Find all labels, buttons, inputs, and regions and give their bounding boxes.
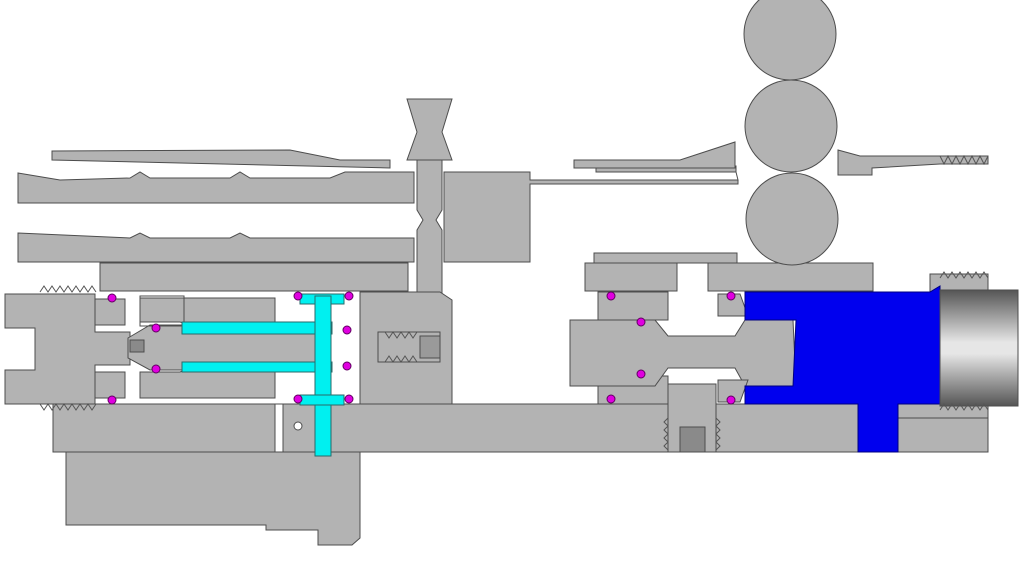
- left-block-cap: [584, 262, 678, 292]
- slot-gap: [274, 403, 284, 453]
- magazine-ball-3: [745, 172, 839, 266]
- pin-hole: [293, 421, 303, 431]
- thread-valve-right: [715, 417, 721, 451]
- thread-left-bottom: [39, 403, 97, 411]
- valve-core: [679, 426, 706, 453]
- grip-block: [65, 451, 361, 546]
- left-collar-bottom: [94, 371, 126, 399]
- low-pressure-channel: [181, 293, 345, 457]
- upper-rail-right: [573, 141, 736, 169]
- lower-receiver-bar: [52, 403, 989, 453]
- charging-lever-stem: [416, 159, 443, 301]
- bolt-screw-tip: [419, 335, 441, 359]
- magazine-ball-1: [743, 0, 837, 81]
- shuttle-body: [569, 319, 797, 387]
- chamber-wall-bottom: [717, 379, 749, 403]
- left-collar-top: [94, 298, 126, 326]
- thread-barrel-bottom: [939, 403, 989, 411]
- regulator-left-block-top: [139, 295, 185, 327]
- barrel: [939, 289, 1019, 407]
- thread-rail-right: [939, 154, 989, 166]
- nut-notch: [129, 339, 145, 353]
- charging-lever: [406, 98, 453, 161]
- thread-valve-left: [663, 417, 669, 451]
- receiver-left-upper: [17, 171, 415, 204]
- barrel-support: [707, 262, 874, 292]
- thread-bolt: [384, 331, 418, 339]
- thread-bolt-lower: [384, 355, 418, 363]
- mag-top-rail: [593, 252, 738, 264]
- receiver-left-lower: [17, 232, 415, 263]
- seals: [107, 291, 736, 405]
- thread-left-top: [39, 285, 97, 293]
- regulator-body-top: [139, 297, 276, 326]
- slide-bar: [99, 262, 409, 292]
- threads: [39, 154, 989, 451]
- magazine-ball-2: [744, 79, 838, 173]
- center-block: [443, 165, 739, 263]
- upper-rail-left: [51, 149, 391, 169]
- thread-barrel-top: [939, 271, 989, 279]
- rail-far-right: [837, 149, 989, 176]
